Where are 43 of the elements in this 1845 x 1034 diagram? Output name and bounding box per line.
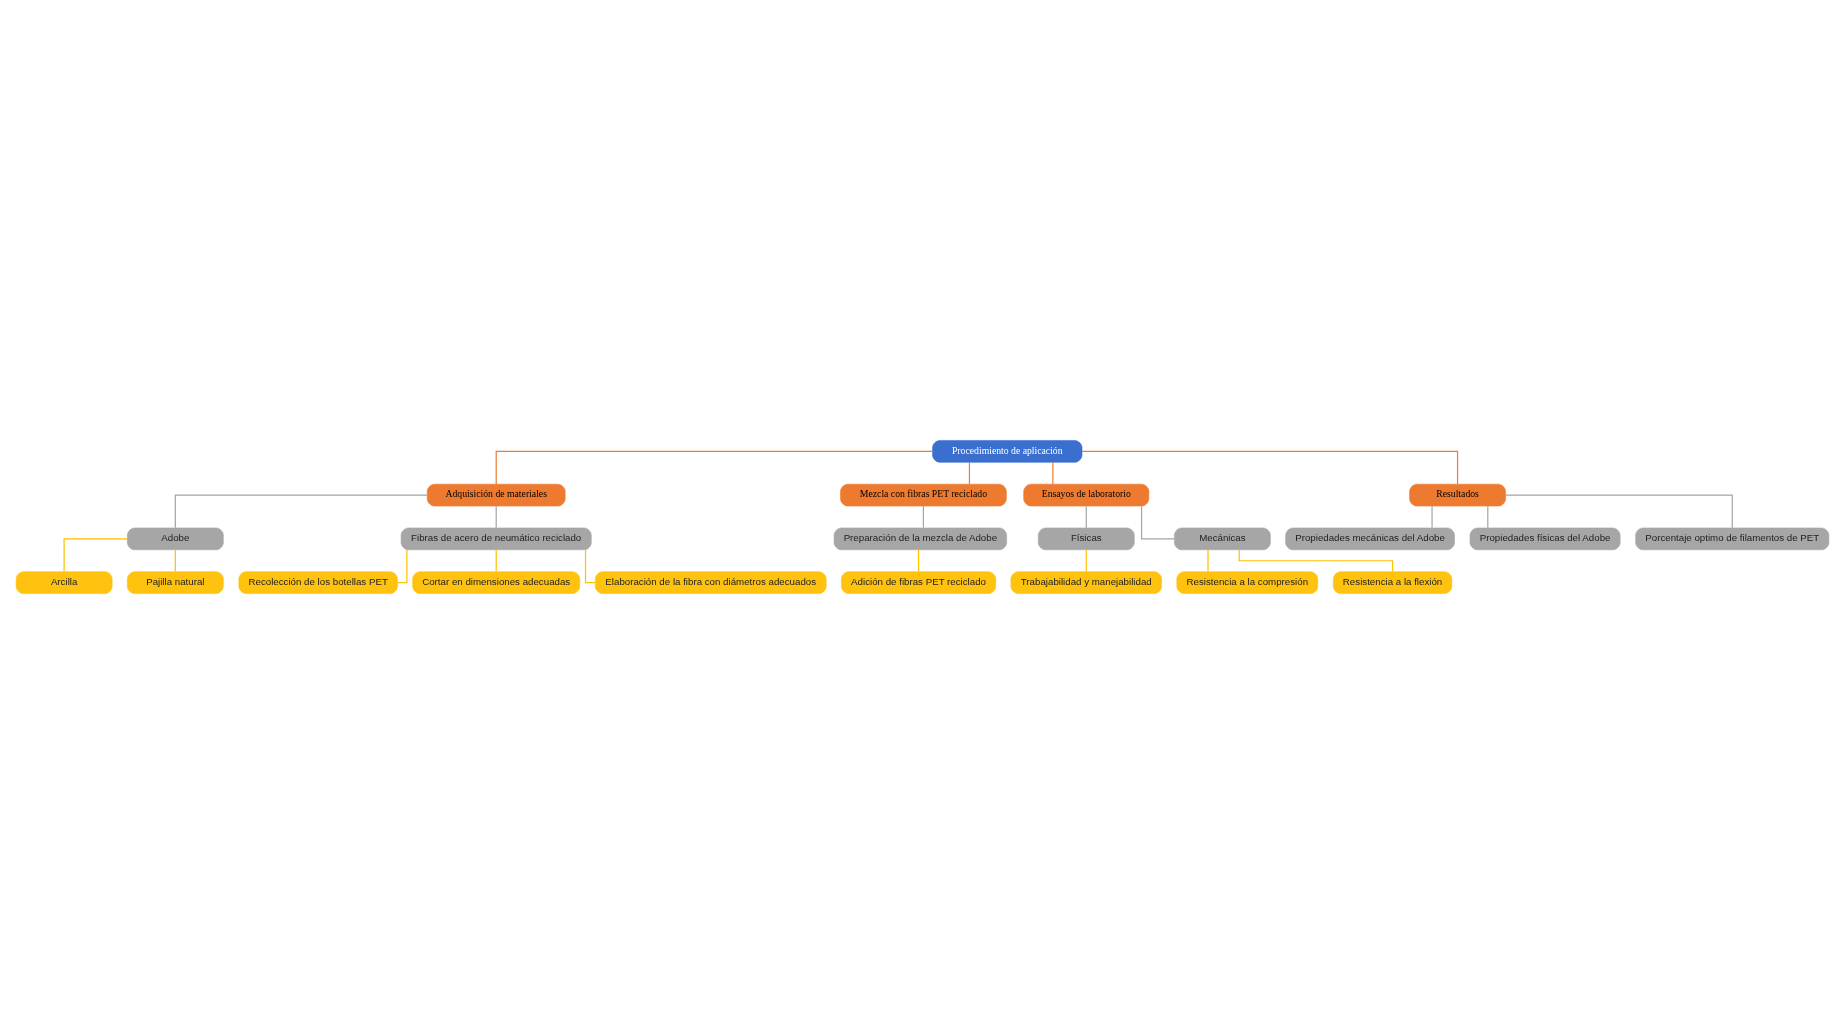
node-box: Adquisición de materiales — [426, 483, 566, 507]
node-box: Elaboración de la fibra con diámetros adecuados — [594, 571, 827, 594]
node-box: Adición de fibras PET reciclado — [841, 571, 997, 594]
node-box: Arcilla — [15, 571, 113, 594]
node-box: Fibras de acero de neumático reciclado — [400, 527, 592, 551]
node-box: Procedimiento de aplicación — [932, 440, 1083, 463]
node-box: Cortar en dimensiones adecuadas — [412, 571, 581, 594]
node-box: Recolección de los botellas PET — [238, 571, 398, 594]
connector — [174, 549, 176, 573]
connector — [495, 549, 497, 573]
connector — [1505, 494, 1733, 529]
node-box: Resultados — [1409, 483, 1506, 507]
connector — [1085, 549, 1087, 573]
connector — [63, 538, 128, 573]
connector — [584, 549, 596, 584]
connector — [1207, 549, 1209, 573]
node-box: Mezcla con fibras PET reciclado — [840, 483, 1007, 507]
connector — [1431, 505, 1433, 529]
node-box: Porcentaje optimo de filamentos de PET — [1635, 527, 1830, 551]
node-box: Trabajabilidad y manejabilidad — [1010, 571, 1162, 594]
node-box: Adobe — [127, 527, 224, 551]
connector — [495, 505, 497, 529]
node-box: Mecánicas — [1174, 527, 1271, 551]
connector — [917, 549, 920, 573]
node-box: Ensayos de laboratorio — [1023, 483, 1150, 507]
connector — [174, 494, 428, 529]
node-box: Físicas — [1037, 527, 1135, 551]
node-box: Pajilla natural — [127, 571, 224, 594]
node-box: Propiedades físicas del Adobe — [1469, 527, 1621, 551]
node-box: Propiedades mecánicas del Adobe — [1285, 527, 1455, 551]
connector — [495, 450, 933, 485]
connector — [1081, 450, 1459, 485]
connector — [396, 549, 408, 584]
node-box: Resistencia a la compresión — [1176, 571, 1319, 594]
node-box: Preparación de la mezcla de Adobe — [833, 527, 1007, 551]
connector — [1487, 505, 1489, 529]
connector — [1238, 549, 1394, 573]
connector — [1052, 461, 1054, 485]
connector — [1140, 505, 1175, 540]
node-box: Resistencia a la flexión — [1333, 571, 1453, 594]
connector — [922, 505, 924, 529]
connector — [968, 461, 971, 485]
connector — [1085, 505, 1087, 529]
